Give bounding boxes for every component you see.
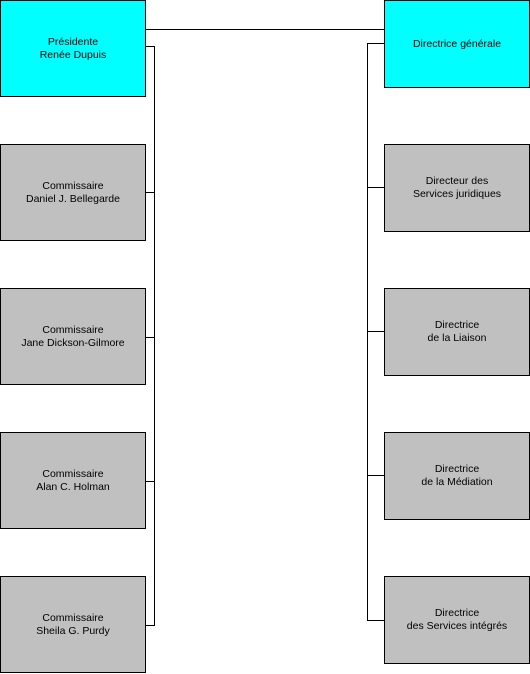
commissioner-name: Alan C. Holman	[36, 480, 110, 493]
commissioner-name: Jane Dickson-Gilmore	[21, 336, 125, 349]
connector-left-branch-1	[145, 192, 155, 193]
commissioner-box-4: Commissaire Sheila G. Purdy	[0, 576, 146, 673]
commissioner-box-3: Commissaire Alan C. Holman	[0, 432, 146, 529]
executive-director-box: Directrice générale	[384, 0, 530, 88]
connector-right-horizontal-top	[367, 43, 385, 44]
commissioner-box-2: Commissaire Jane Dickson-Gilmore	[0, 288, 146, 385]
director-line1: Directrice	[434, 463, 480, 475]
commissioner-title: Commissaire	[42, 179, 104, 192]
connector-left-branch-2	[145, 337, 155, 338]
director-box-liaison: Directrice de la Liaison	[384, 288, 530, 376]
director-line1: Directrice	[434, 319, 480, 331]
commissioner-name: Daniel J. Bellegarde	[26, 192, 120, 205]
director-line2: Services juridiques	[412, 188, 502, 200]
connector-right-branch-3	[367, 475, 385, 476]
director-line2: de la Médiation	[421, 476, 493, 488]
commissioner-title: Commissaire	[42, 467, 104, 480]
connector-right-branch-1	[367, 187, 385, 188]
commissioner-title: Commissaire	[42, 611, 104, 624]
connector-left-horizontal-top	[145, 46, 155, 47]
director-line2: des Services intégrés	[406, 620, 508, 632]
director-box-integrated-services: Directrice des Services intégrés	[384, 576, 530, 664]
director-box-legal: Directeur des Services juridiques	[384, 144, 530, 232]
director-box-mediation: Directrice de la Médiation	[384, 432, 530, 520]
director-line2: de la Liaison	[427, 332, 487, 344]
commissioner-name: Sheila G. Purdy	[36, 624, 110, 637]
director-line1: Directeur des	[425, 175, 489, 187]
director-line1: Directrice	[434, 607, 480, 619]
president-title: Présidente	[47, 35, 99, 48]
commissioner-title: Commissaire	[42, 323, 104, 336]
connector-right-branch-4	[367, 620, 385, 621]
connector-president-to-executive	[145, 29, 385, 30]
connector-left-spine	[154, 46, 155, 626]
president-box: Présidente Renée Dupuis	[0, 0, 146, 97]
connector-left-branch-3	[145, 481, 155, 482]
president-name: Renée Dupuis	[39, 48, 107, 61]
commissioner-box-1: Commissaire Daniel J. Bellegarde	[0, 144, 146, 241]
connector-left-branch-4	[145, 625, 155, 626]
connector-right-branch-2	[367, 331, 385, 332]
executive-director-title: Directrice générale	[412, 37, 502, 50]
connector-right-spine	[367, 43, 368, 621]
